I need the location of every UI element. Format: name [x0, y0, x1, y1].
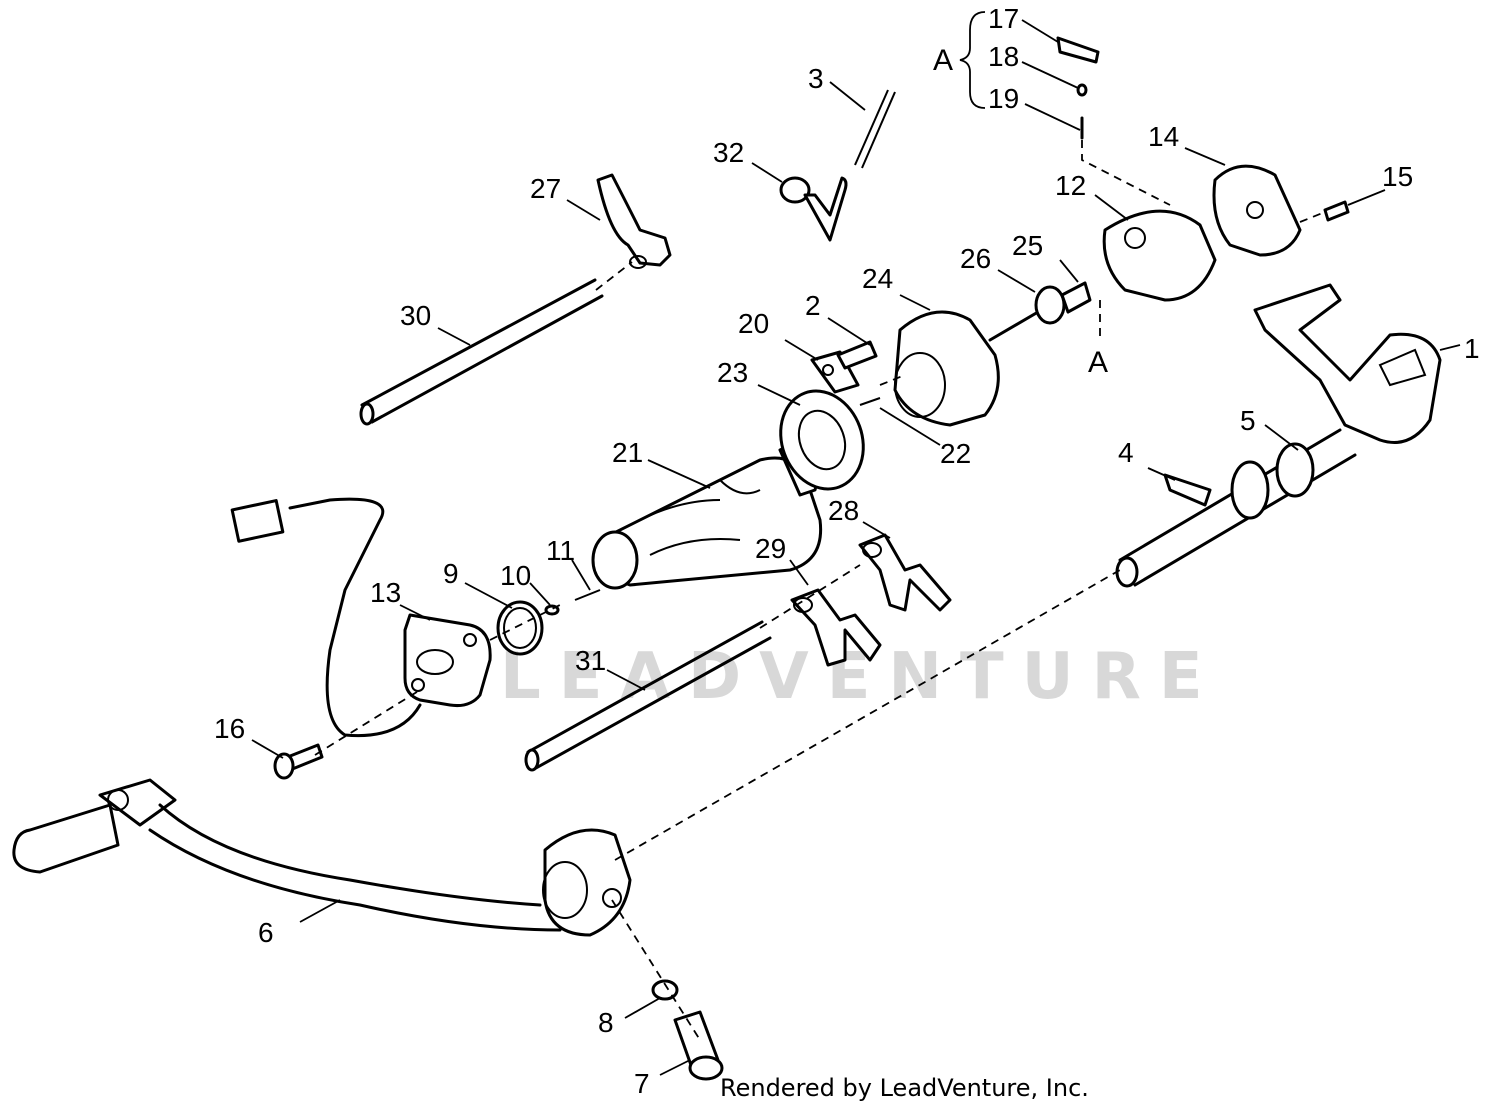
part-neutral-switch[interactable]: [230, 497, 492, 738]
part-shift-rod-31[interactable]: [524, 620, 772, 772]
callout-8: 8: [598, 1007, 614, 1038]
part-shift-arm-1[interactable]: [1253, 283, 1442, 444]
part-bearing[interactable]: [767, 379, 876, 500]
callout-25: 25: [1012, 230, 1043, 261]
callout-23: 23: [717, 357, 748, 388]
callout-1: 1: [1464, 333, 1480, 364]
callout-10: 10: [500, 560, 531, 591]
part-spring-11[interactable]: [574, 589, 601, 601]
callout-labels: 1 2 3 4 5 6 7 8 9 10 11 12 13 14 15 16 1…: [214, 3, 1480, 1099]
callout-16: 16: [214, 713, 245, 744]
group-label-a-top: A: [933, 44, 953, 77]
callout-29: 29: [755, 533, 786, 564]
callout-21: 21: [612, 437, 643, 468]
callout-2: 2: [805, 290, 821, 321]
callout-15: 15: [1382, 161, 1413, 192]
part-lever-32[interactable]: [779, 176, 848, 242]
assembly-lines: [314, 140, 1326, 1041]
part-screw-16[interactable]: [273, 743, 324, 780]
callout-12: 12: [1055, 170, 1086, 201]
part-washer-8[interactable]: [651, 979, 679, 1001]
part-stopper-plate[interactable]: [1212, 164, 1302, 257]
part-shift-lever[interactable]: [12, 778, 632, 937]
callout-31: 31: [575, 645, 606, 676]
callout-19: 19: [988, 83, 1019, 114]
part-shift-cam[interactable]: [893, 310, 1000, 427]
part-ratchet-12[interactable]: [1102, 209, 1217, 302]
callout-17: 17: [988, 3, 1019, 34]
callout-27: 27: [530, 173, 561, 204]
part-shaft-26[interactable]: [988, 285, 1066, 342]
callout-11: 11: [546, 535, 575, 566]
callout-7: 7: [634, 1068, 650, 1099]
part-shift-rod-30[interactable]: [359, 278, 604, 426]
part-18[interactable]: [1076, 83, 1088, 97]
callout-18: 18: [988, 41, 1019, 72]
part-o-ring[interactable]: [496, 600, 544, 656]
part-shaft-collar-5[interactable]: [1275, 442, 1315, 498]
callout-28: 28: [828, 495, 859, 526]
callout-26: 26: [960, 243, 991, 274]
credit-text: Rendered by LeadVenture, Inc.: [720, 1074, 1089, 1102]
callout-20: 20: [738, 308, 769, 339]
callout-14: 14: [1148, 121, 1179, 152]
part-shift-fork-28[interactable]: [858, 533, 952, 612]
callout-22: 22: [940, 438, 971, 469]
callout-30: 30: [400, 300, 431, 331]
callout-6: 6: [258, 917, 274, 948]
group-label-a-bottom: A: [1088, 346, 1108, 379]
part-shift-fork-27[interactable]: [596, 173, 672, 269]
part-spring-3[interactable]: [854, 89, 896, 169]
part-bolt-7[interactable]: [673, 1010, 724, 1081]
part-bolt-2[interactable]: [836, 340, 878, 370]
callout-3: 3: [808, 63, 824, 94]
part-pin-22[interactable]: [859, 397, 881, 406]
callout-13: 13: [370, 577, 401, 608]
callout-24: 24: [862, 263, 893, 294]
part-shift-drum[interactable]: [591, 438, 823, 590]
part-shift-fork-29[interactable]: [790, 588, 882, 667]
part-shaft-collar-4[interactable]: [1163, 460, 1270, 520]
callout-4: 4: [1118, 437, 1134, 468]
leader-lines: [251, 11, 1461, 1076]
part-17[interactable]: [1056, 36, 1100, 64]
callout-5: 5: [1240, 405, 1256, 436]
part-screw-15[interactable]: [1323, 200, 1350, 222]
callout-32: 32: [713, 137, 744, 168]
callout-9: 9: [443, 558, 459, 589]
part-plate-20[interactable]: [810, 350, 860, 394]
part-shaft-25[interactable]: [1060, 281, 1092, 314]
